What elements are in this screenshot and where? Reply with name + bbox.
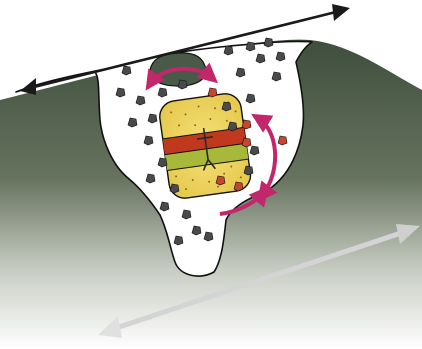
dark-rock-fragment	[246, 42, 255, 51]
dark-rock-fragment	[122, 66, 131, 75]
dark-rock-fragment	[244, 166, 253, 175]
dark-rock-fragment	[182, 210, 191, 219]
dark-rock-fragment	[236, 68, 245, 77]
red-rock-fragment	[278, 136, 287, 145]
dark-rock-fragment	[246, 94, 255, 103]
dark-rock-fragment	[222, 102, 231, 111]
dark-rock-fragment	[272, 72, 281, 81]
dark-rock-fragment	[170, 184, 179, 193]
dark-rock-fragment	[144, 136, 153, 145]
dark-rock-fragment	[116, 88, 125, 97]
dark-rock-fragment	[158, 158, 167, 167]
dark-rock-fragment	[160, 202, 169, 211]
red-rock-fragment	[208, 88, 217, 97]
dark-rock-fragment	[178, 80, 187, 89]
red-rock-fragment	[216, 176, 225, 185]
dark-rock-fragment	[136, 96, 145, 105]
dark-rock-fragment	[228, 122, 237, 131]
red-rock-fragment	[234, 182, 243, 191]
dark-rock-fragment	[204, 232, 213, 241]
dark-rock-fragment	[276, 52, 285, 61]
dark-rock-fragment	[224, 46, 233, 55]
red-rock-fragment	[242, 138, 251, 147]
red-rock-fragment	[242, 120, 251, 129]
dark-rock-fragment	[158, 88, 167, 97]
dark-rock-fragment	[192, 226, 201, 235]
dark-rock-fragment	[146, 174, 155, 183]
dark-rock-fragment	[264, 38, 273, 47]
dark-rock-fragment	[174, 236, 183, 245]
dark-rock-fragment	[128, 118, 137, 127]
dark-rock-fragment	[256, 54, 265, 63]
dark-rock-fragment	[148, 114, 157, 123]
dark-rock-fragment	[250, 146, 259, 155]
